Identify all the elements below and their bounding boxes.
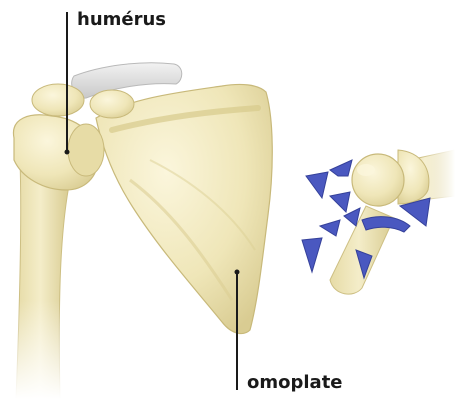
humerus-leader-dot	[65, 150, 70, 155]
cartilage-piece	[72, 63, 182, 98]
scapula-bone	[96, 84, 272, 333]
omoplate-leader-dot	[235, 270, 240, 275]
scapula-label: omoplate	[247, 374, 343, 392]
humerus-label: humérus	[77, 11, 166, 29]
humerus-bone	[10, 115, 104, 399]
